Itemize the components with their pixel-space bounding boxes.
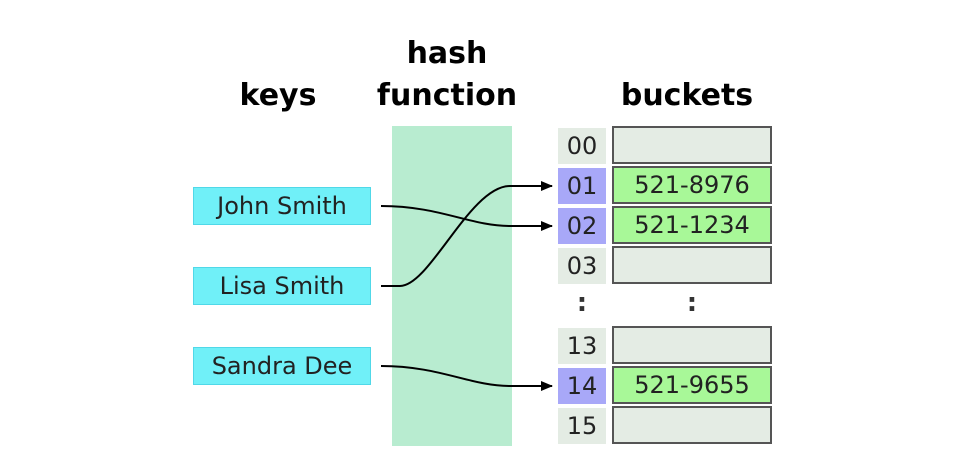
slot-index: 01 [558,168,606,204]
slot-index: 02 [558,208,606,244]
slot-index: 03 [558,248,606,284]
bucket-cell: 521-1234 [612,206,772,244]
slot-index: 14 [558,368,606,404]
bucket-cell: 521-9655 [612,366,772,404]
hash-function-band [392,126,512,446]
bucket-cell [612,326,772,364]
key-lisa-smith: Lisa Smith [193,267,371,305]
key-john-smith: John Smith [193,187,371,225]
bucket-cell: 521-8976 [612,166,772,204]
slot-index: 00 [558,128,606,164]
hash-function-heading-line1: hash [406,36,488,71]
key-sandra-dee: Sandra Dee [193,347,371,385]
bucket-ellipsis: : [686,288,698,318]
bucket-cell [612,406,772,444]
hash-function-heading-line2: function [376,78,518,113]
buckets-heading: buckets [620,78,754,113]
index-ellipsis: : [576,288,588,318]
bucket-cell [612,246,772,284]
slot-index: 13 [558,328,606,364]
keys-heading: keys [239,78,317,113]
bucket-cell [612,126,772,164]
slot-index: 15 [558,408,606,444]
